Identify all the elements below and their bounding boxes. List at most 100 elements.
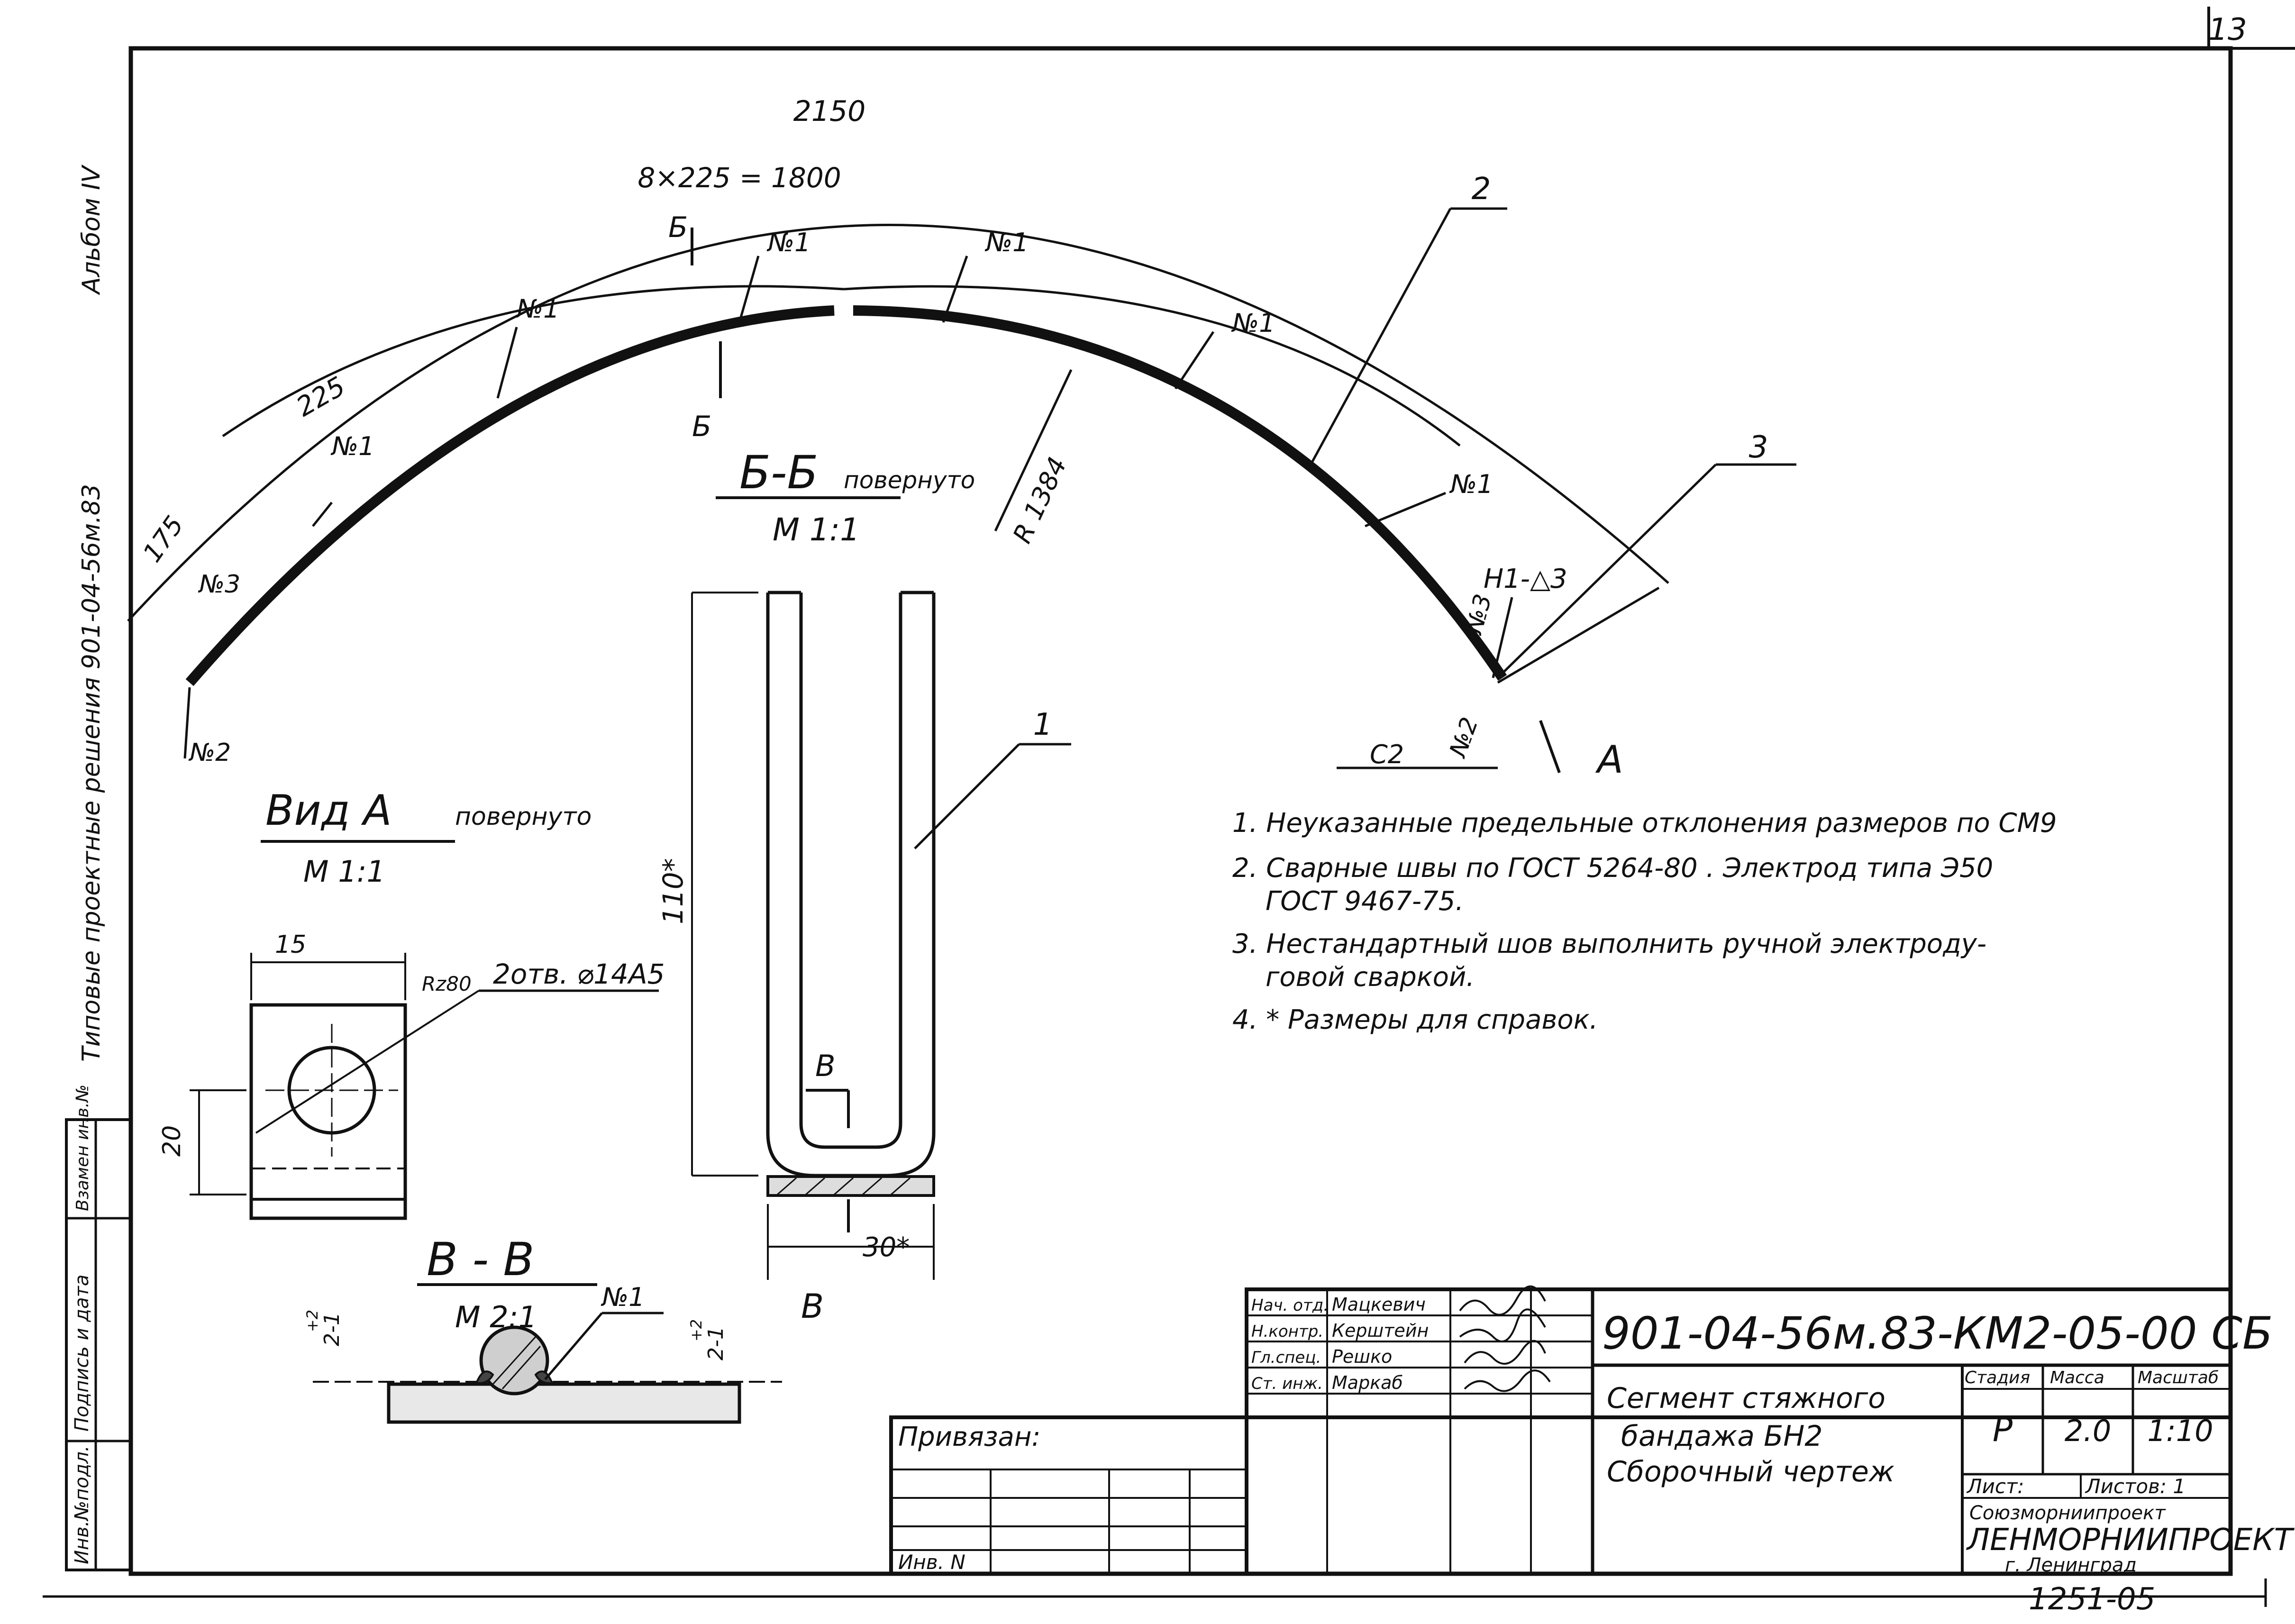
position-callouts: 2 3 1 bbox=[914, 172, 1768, 849]
note-1: 1. Неуказанные предельные отклонения раз… bbox=[1232, 808, 2057, 839]
weld-mark-2: №1 bbox=[515, 294, 560, 324]
cut-v-bottom: В bbox=[801, 1287, 824, 1326]
org-line-3: г. Ленинград bbox=[2005, 1554, 2137, 1576]
dim-seg: 225 bbox=[291, 371, 351, 423]
inv-no-label: Инв. N bbox=[898, 1551, 965, 1574]
callout-3: 3 bbox=[1749, 430, 1768, 465]
section-v-title: В - В bbox=[427, 1233, 534, 1286]
dim-15: 15 bbox=[275, 931, 306, 959]
album-label: Альбом IV bbox=[77, 164, 106, 295]
arc-bar-right-inner bbox=[853, 319, 1495, 684]
view-a-scale: М 1:1 bbox=[303, 854, 385, 889]
u-bolt-inner bbox=[799, 593, 902, 1149]
mass-label: Масса bbox=[2050, 1368, 2104, 1387]
hole-callout: 2отв. ⌀14А5 bbox=[493, 958, 665, 990]
arc-bar-left bbox=[185, 305, 835, 686]
scale-label: Масштаб bbox=[2138, 1368, 2219, 1387]
dim-inner: 8×225 = 1800 bbox=[638, 162, 841, 194]
mass-value: 2.0 bbox=[2065, 1414, 2112, 1448]
title-line-3: Сборочный чертеж bbox=[1607, 1455, 1894, 1488]
note-2-cont: ГОСТ 9467-75. bbox=[1266, 886, 1464, 917]
role-3: Гл.спец. bbox=[1251, 1348, 1321, 1367]
name-2: Керштейн bbox=[1332, 1320, 1429, 1341]
vv-dim-right: 2-1 bbox=[704, 1326, 728, 1360]
arc-outer-dimension-line bbox=[127, 224, 1669, 622]
arc-bar-left-inner bbox=[198, 319, 835, 688]
section-b-title: Б-Б bbox=[739, 446, 818, 499]
side-strip: Альбом IV Типовые проектные решения 901-… bbox=[77, 164, 106, 1062]
weld-mark-1: №1 bbox=[330, 431, 375, 461]
right-weld-3: №3 bbox=[1460, 591, 1497, 638]
sheet-number: 13 bbox=[2208, 12, 2247, 47]
org-line-1: Союзморниипроект bbox=[1969, 1502, 2166, 1524]
view-a-note: повернуто bbox=[455, 803, 592, 831]
weld-mark-6: №1 bbox=[1449, 469, 1494, 499]
inv-podl-label: Инв.№подл. bbox=[71, 1445, 93, 1564]
radius-rz80: Rz80 bbox=[422, 972, 472, 995]
plate-outline bbox=[249, 1003, 407, 1220]
view-a-marker: А bbox=[1595, 738, 1623, 782]
vzamen-label: Взамен инв.№ bbox=[73, 1085, 92, 1211]
dim-end: 175 bbox=[137, 511, 190, 568]
name-3: Решко bbox=[1332, 1346, 1392, 1367]
signature-1 bbox=[1459, 1285, 1546, 1316]
signature-2 bbox=[1459, 1308, 1546, 1342]
doc-code: 901-04-56м.83-КМ2-05-00 СБ bbox=[1602, 1308, 2273, 1359]
name-4: Маркаб bbox=[1332, 1372, 1403, 1393]
series-label: Типовые проектные решения 901-04-56м.83 bbox=[77, 484, 106, 1062]
section-b-scale: М 1:1 bbox=[773, 511, 860, 548]
name-1: Мацкевич bbox=[1332, 1294, 1426, 1315]
org-line-2: ЛЕНМОРНИИПРОЕКТ bbox=[1966, 1523, 2295, 1558]
title-block: 901-04-56м.83-КМ2-05-00 СБ Сегмент стяжн… bbox=[889, 1285, 2295, 1617]
section-vv: В - В М 2:1 №1 2-1 +2 2-1 +2 bbox=[303, 1233, 782, 1424]
title-line-1: Сегмент стяжного bbox=[1607, 1382, 1885, 1415]
vv-dim-left: 2-1 bbox=[320, 1312, 344, 1346]
stage-value: Р bbox=[1993, 1410, 2013, 1449]
section-b-mark-bottom: Б bbox=[692, 410, 711, 443]
right-weld-2: №2 bbox=[1444, 713, 1484, 761]
weld-mark-3: №1 bbox=[766, 228, 811, 257]
role-4: Ст. инж. bbox=[1251, 1374, 1323, 1393]
section-b-mark-top: Б bbox=[668, 211, 688, 244]
note-3: 3. Нестандартный шов выполнить ручной эл… bbox=[1232, 929, 1986, 959]
vv-dim-right-tol: +2 bbox=[687, 1319, 705, 1341]
note-2: 2. Сварные швы по ГОСТ 5264-80 . Электро… bbox=[1232, 853, 1993, 884]
weld-mark-5: №1 bbox=[1231, 308, 1275, 338]
podpis-data-label: Подпись и дата bbox=[71, 1275, 93, 1432]
left-weld-3: №3 bbox=[198, 570, 240, 599]
vv-weld-mark: №1 bbox=[601, 1282, 645, 1312]
callout-2: 2 bbox=[1472, 172, 1491, 207]
note-4: 4. * Размеры для справок. bbox=[1232, 1004, 1598, 1035]
section-b-note: повернуто bbox=[844, 466, 975, 494]
view-a-title: Вид А bbox=[265, 786, 392, 835]
right-end-marks: №3 №2 Н1-△3 С2 А bbox=[1337, 463, 1796, 782]
dim-20: 20 bbox=[158, 1125, 186, 1157]
dim-height-110: 110* bbox=[657, 858, 689, 924]
dim-outer: 2150 bbox=[793, 95, 866, 128]
cut-v-top: В bbox=[815, 1049, 836, 1083]
view-a: Вид А повернуто М 1:1 2отв. ⌀14А5 Rz80 1… bbox=[158, 786, 665, 1220]
weld-marks: №1 №1 №1 №1 №1 №1 bbox=[312, 228, 1494, 528]
sheets-label: Листов: 1 bbox=[2085, 1475, 2186, 1498]
left-weld-2: №2 bbox=[188, 739, 231, 767]
vv-base-plate bbox=[387, 1382, 741, 1424]
scale-value: 1:10 bbox=[2147, 1414, 2213, 1448]
arc-inner-dimension-line bbox=[222, 285, 844, 438]
notes: 1. Неуказанные предельные отклонения раз… bbox=[1232, 808, 2057, 1035]
archive-number: 1251-05 bbox=[2029, 1582, 2155, 1617]
signature-3 bbox=[1464, 1340, 1546, 1365]
title-line-2: бандажа БН2 bbox=[1621, 1420, 1823, 1453]
right-c2: С2 bbox=[1370, 739, 1404, 769]
callout-1: 1 bbox=[1033, 707, 1053, 742]
role-1: Нач. отд. bbox=[1251, 1296, 1329, 1315]
left-stamp: Инв.№подл. Подпись и дата Взамен инв.№ bbox=[65, 1085, 132, 1571]
role-2: Н.контр. bbox=[1251, 1322, 1323, 1341]
left-end-marks: №3 №2 bbox=[183, 570, 240, 767]
note-3-cont: говой сваркой. bbox=[1266, 962, 1475, 993]
section-bb: Б Б Б-Б повернуто М 1:1 110* 30* В В bbox=[657, 211, 975, 1326]
arc-segment: 2150 8×225 = 1800 225 175 R 1384 bbox=[127, 95, 1669, 688]
arc-bar-right bbox=[853, 305, 1507, 681]
privyazan-label: Привязан: bbox=[898, 1422, 1040, 1452]
right-h-mark: Н1-△3 bbox=[1484, 564, 1567, 594]
